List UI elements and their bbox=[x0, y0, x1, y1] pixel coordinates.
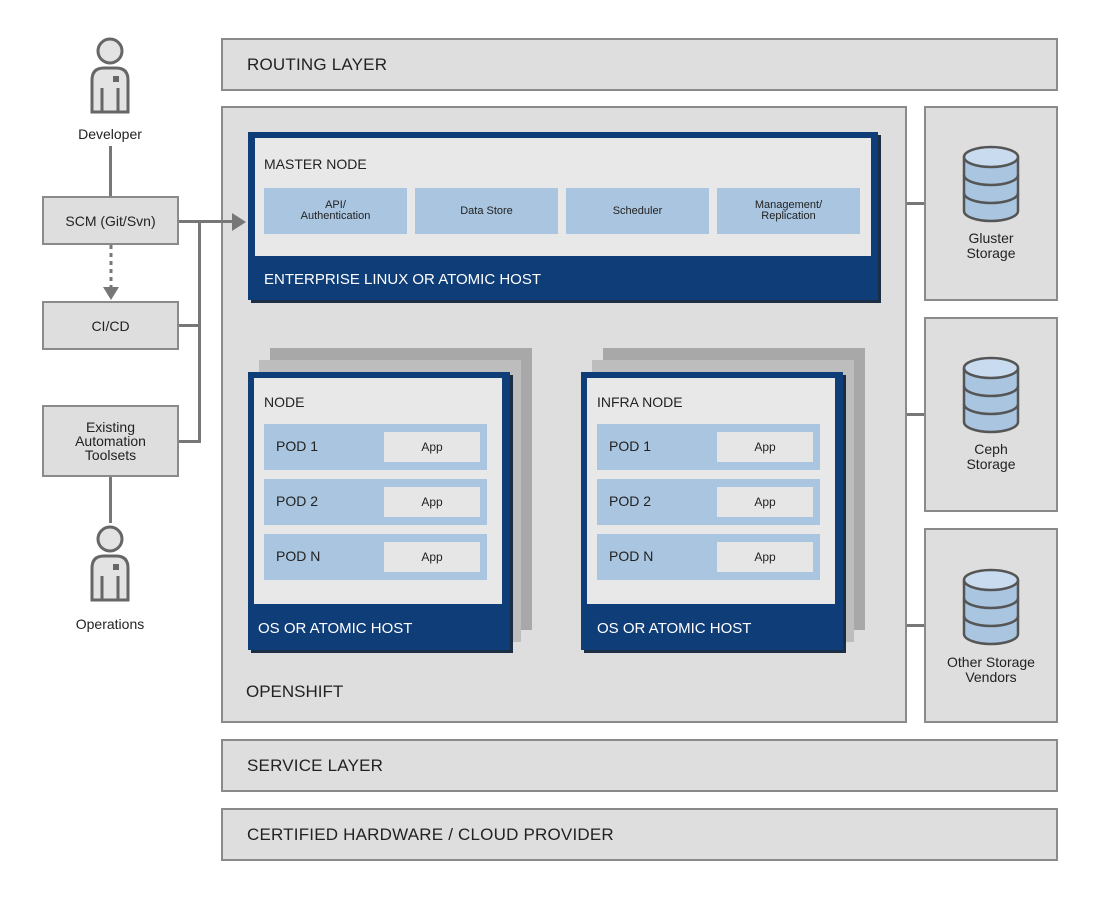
infra-pod-1: POD 1 App bbox=[597, 424, 820, 470]
ceph-storage-panel bbox=[924, 317, 1058, 512]
cicd-bus-connector bbox=[179, 324, 201, 327]
infra-node-inner: INFRA NODE POD 1 App POD 2 App POD N App bbox=[587, 378, 835, 604]
master-node-title: MASTER NODE bbox=[264, 156, 367, 172]
pod-label: POD 1 bbox=[276, 438, 319, 454]
pod-label: POD N bbox=[276, 548, 321, 564]
app-box: App bbox=[384, 432, 480, 462]
routing-layer-label: ROUTING LAYER bbox=[247, 54, 388, 74]
operations-label: Operations bbox=[75, 616, 145, 632]
gluster-label: Gluster Storage bbox=[966, 230, 1016, 261]
other-connector bbox=[907, 624, 924, 627]
scm-to-cicd-dotted-arrow bbox=[103, 245, 119, 300]
operations-connector bbox=[109, 477, 112, 523]
hardware-layer-label: CERTIFIED HARDWARE / CLOUD PROVIDER bbox=[247, 824, 614, 844]
component-management-replication: Management/ Replication bbox=[717, 188, 860, 234]
developer-label: Developer bbox=[78, 126, 142, 142]
other-storage-label: Other Storage Vendors bbox=[947, 654, 1035, 685]
app-box: App bbox=[384, 487, 480, 517]
scm-bus-connector bbox=[179, 220, 201, 223]
infra-node-host-label: OS OR ATOMIC HOST bbox=[597, 620, 752, 637]
pod-label: POD 2 bbox=[276, 493, 319, 509]
master-arrow-head bbox=[232, 213, 246, 231]
node-pod-2: POD 2 App bbox=[264, 479, 487, 525]
master-arrow-shaft bbox=[198, 220, 234, 223]
developer-person-icon bbox=[90, 37, 130, 114]
routing-layer: ROUTING LAYER bbox=[221, 38, 1058, 91]
ceph-database-icon bbox=[962, 356, 1020, 434]
ceph-connector bbox=[907, 413, 924, 416]
infra-node-title: INFRA NODE bbox=[597, 394, 683, 410]
pod-label: POD 1 bbox=[609, 438, 652, 454]
automation-bus bbox=[198, 220, 201, 443]
app-box: App bbox=[384, 542, 480, 572]
app-box: App bbox=[717, 487, 813, 517]
scm-box: SCM (Git/Svn) bbox=[42, 196, 179, 245]
node-pod-1: POD 1 App bbox=[264, 424, 487, 470]
node-pod-n: POD N App bbox=[264, 534, 487, 580]
pod-label: POD N bbox=[609, 548, 654, 564]
infra-pod-n: POD N App bbox=[597, 534, 820, 580]
hardware-layer: CERTIFIED HARDWARE / CLOUD PROVIDER bbox=[221, 808, 1058, 861]
app-box: App bbox=[717, 542, 813, 572]
component-scheduler: Scheduler bbox=[566, 188, 709, 234]
master-node: MASTER NODE API/ Authentication Data Sto… bbox=[248, 132, 878, 300]
gluster-connector bbox=[907, 202, 924, 205]
node: NODE POD 1 App POD 2 App POD N App OS OR… bbox=[248, 372, 510, 650]
infra-pod-2: POD 2 App bbox=[597, 479, 820, 525]
operations-person-icon bbox=[90, 525, 130, 602]
master-node-inner: MASTER NODE API/ Authentication Data Sto… bbox=[255, 138, 871, 256]
node-title: NODE bbox=[264, 394, 305, 410]
pod-label: POD 2 bbox=[609, 493, 652, 509]
openshift-label: OPENSHIFT bbox=[246, 682, 344, 701]
component-data-store: Data Store bbox=[415, 188, 558, 234]
other-storage-database-icon bbox=[962, 568, 1020, 646]
infra-node: INFRA NODE POD 1 App POD 2 App POD N App… bbox=[581, 372, 843, 650]
automation-box: Existing Automation Toolsets bbox=[42, 405, 179, 477]
developer-connector bbox=[109, 146, 112, 196]
node-inner: NODE POD 1 App POD 2 App POD N App bbox=[254, 378, 502, 604]
automation-bus-connector bbox=[179, 440, 201, 443]
cicd-box: CI/CD bbox=[42, 301, 179, 350]
service-layer: SERVICE LAYER bbox=[221, 739, 1058, 792]
ceph-label: Ceph Storage bbox=[966, 441, 1016, 472]
service-layer-label: SERVICE LAYER bbox=[247, 755, 384, 775]
master-host-label: ENTERPRISE LINUX OR ATOMIC HOST bbox=[264, 271, 541, 288]
gluster-database-icon bbox=[962, 145, 1020, 223]
app-box: App bbox=[717, 432, 813, 462]
node-host-label: OS OR ATOMIC HOST bbox=[258, 620, 413, 637]
component-api-auth: API/ Authentication bbox=[264, 188, 407, 234]
